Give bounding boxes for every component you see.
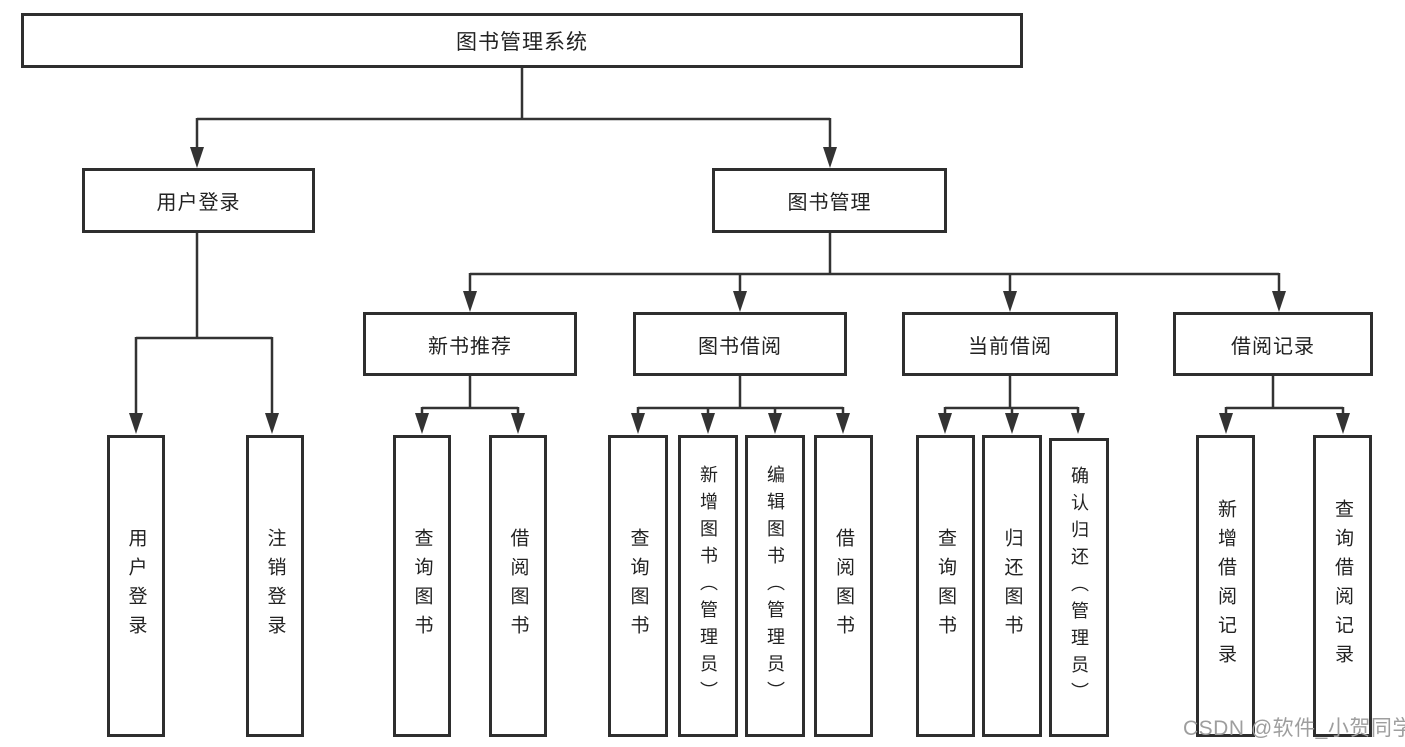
leaf-rec-query-book: 查询图书: [393, 435, 451, 737]
leaf-logout: 注销登录: [246, 435, 304, 737]
node-label: 用户登录: [125, 528, 147, 644]
leaf-bb-query-book: 查询图书: [608, 435, 668, 737]
node-label: 图书管理: [787, 192, 872, 214]
csdn-watermark: CSDN @软件_小贺同学: [1183, 717, 1405, 740]
node-label: 注销登录: [264, 528, 286, 644]
leaf-cb-query-book: 查询图书: [916, 435, 975, 737]
node-library-management-system: 图书管理系统: [21, 13, 1023, 68]
node-current-borrowing: 当前借阅: [902, 312, 1118, 376]
leaf-br-query-record: 查询借阅记录: [1313, 435, 1372, 737]
leaf-rec-borrow-book: 借阅图书: [489, 435, 547, 737]
node-label: 编辑图书（管理员）: [765, 464, 785, 708]
node-new-book-recommendation: 新书推荐: [363, 312, 577, 376]
node-label: 新增图书（管理员）: [698, 464, 718, 708]
leaf-bb-borrow-book: 借阅图书: [814, 435, 873, 737]
leaf-br-add-record: 新增借阅记录: [1196, 435, 1255, 737]
node-book-management: 图书管理: [712, 168, 947, 233]
node-label: 当前借阅: [968, 335, 1052, 358]
leaf-bb-add-book-admin: 新增图书（管理员）: [678, 435, 738, 737]
node-label: 新书推荐: [428, 335, 512, 358]
node-label: 借阅图书: [507, 528, 529, 644]
node-label: 查询图书: [627, 528, 649, 644]
leaf-cb-return-book: 归还图书: [982, 435, 1042, 737]
node-label: 查询图书: [935, 528, 956, 644]
leaf-cb-confirm-return-admin: 确认归还（管理员）: [1049, 438, 1109, 737]
node-label: 查询图书: [411, 528, 433, 644]
node-user-login: 用户登录: [82, 168, 315, 233]
node-borrowing-records: 借阅记录: [1173, 312, 1373, 376]
node-label: 用户登录: [156, 192, 241, 214]
node-label: 图书管理系统: [456, 30, 588, 54]
node-label: 新增借阅记录: [1215, 499, 1236, 673]
leaf-user-login: 用户登录: [107, 435, 165, 737]
node-label: 图书借阅: [698, 335, 782, 358]
node-label: 归还图书: [1001, 528, 1023, 644]
leaf-bb-edit-book-admin: 编辑图书（管理员）: [745, 435, 805, 737]
node-label: 借阅记录: [1231, 335, 1315, 358]
node-label: 借阅图书: [833, 528, 854, 644]
node-label: 确认归还（管理员）: [1069, 466, 1089, 709]
node-book-borrowing: 图书借阅: [633, 312, 847, 376]
node-label: 查询借阅记录: [1332, 499, 1353, 673]
